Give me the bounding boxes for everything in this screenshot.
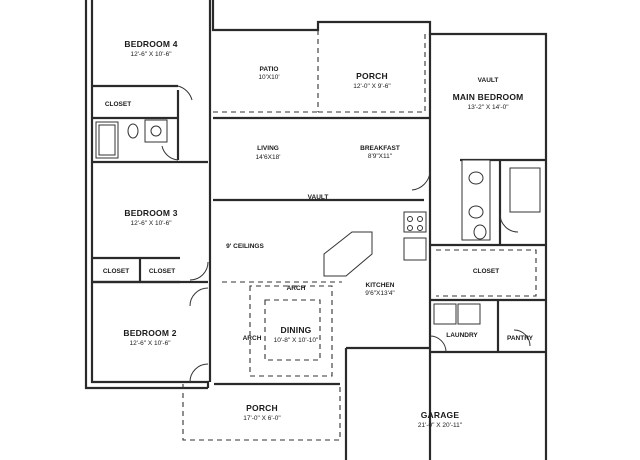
vault-living: VAULT — [308, 194, 329, 201]
living-name: LIVING — [257, 145, 279, 152]
main-bedroom-vault: VAULT — [478, 77, 499, 84]
porch-bottom-dims: 17'-0" X 6'-0" — [243, 415, 281, 422]
kitchen-name: KITCHEN — [366, 282, 395, 289]
dashed-lines — [182, 30, 537, 441]
interior-walls — [92, 0, 546, 460]
arch-top: ARCH — [287, 285, 306, 292]
breakfast-name: BREAKFAST — [360, 145, 400, 152]
ceilings-note: 9' CEILINGS — [226, 243, 264, 250]
toilet-icon — [127, 123, 139, 139]
patio-name: PATIO — [260, 66, 279, 73]
main-bedroom-dims: 13'-2" X 14'-0" — [467, 104, 509, 111]
closet-main: CLOSET — [473, 268, 499, 275]
patio-dims: 10'X10' — [258, 74, 279, 81]
bedroom4-dims: 12'-6" X 10'-6" — [130, 51, 172, 58]
closet-b3-right: CLOSET — [149, 268, 175, 275]
washer-icon — [433, 303, 457, 325]
living-dims: 14'6X18' — [256, 154, 281, 161]
sink-icon — [144, 119, 168, 143]
bedroom3-name: BEDROOM 3 — [124, 208, 177, 218]
arch-left: ARCH — [243, 335, 262, 342]
sink-kitchen-icon — [403, 237, 427, 261]
bedroom4-name: BEDROOM 4 — [124, 39, 177, 49]
room-labels: BEDROOM 4 12'-6" X 10'-6" CLOSET BEDROOM… — [103, 39, 534, 429]
fixtures — [95, 119, 541, 325]
porch-bottom-name: PORCH — [246, 403, 278, 413]
dining-name: DINING — [281, 325, 312, 335]
bedroom3-dims: 12'-6" X 10'-6" — [130, 220, 172, 227]
kitchen-dims: 9'6"X13'4" — [365, 290, 395, 297]
garage-name: GARAGE — [421, 410, 460, 420]
main-bedroom-name: MAIN BEDROOM — [453, 92, 524, 102]
garage-dims: 21'-0" X 20'-11" — [418, 422, 463, 429]
laundry-label: LAUNDRY — [446, 332, 478, 339]
shower-icon — [509, 167, 541, 213]
doors — [161, 85, 531, 383]
outer-walls — [84, 0, 548, 460]
porch-top-dims: 12'-0" X 9'-6" — [353, 83, 391, 90]
breakfast-dims: 8'9"X11" — [368, 153, 393, 160]
closet-b3-left: CLOSET — [103, 268, 129, 275]
closet-b4: CLOSET — [105, 101, 131, 108]
bathtub-icon — [95, 121, 119, 159]
kitchen-island — [323, 231, 373, 277]
dining-dims: 10'-8" X 10'-10" — [274, 337, 319, 344]
bedroom2-dims: 12'-6" X 10'-6" — [129, 340, 171, 347]
bedroom2-name: BEDROOM 2 — [123, 328, 176, 338]
toilet-main-icon — [473, 224, 487, 240]
dryer-icon — [457, 303, 481, 325]
pantry-label: PANTRY — [507, 335, 534, 342]
porch-top-name: PORCH — [356, 71, 388, 81]
